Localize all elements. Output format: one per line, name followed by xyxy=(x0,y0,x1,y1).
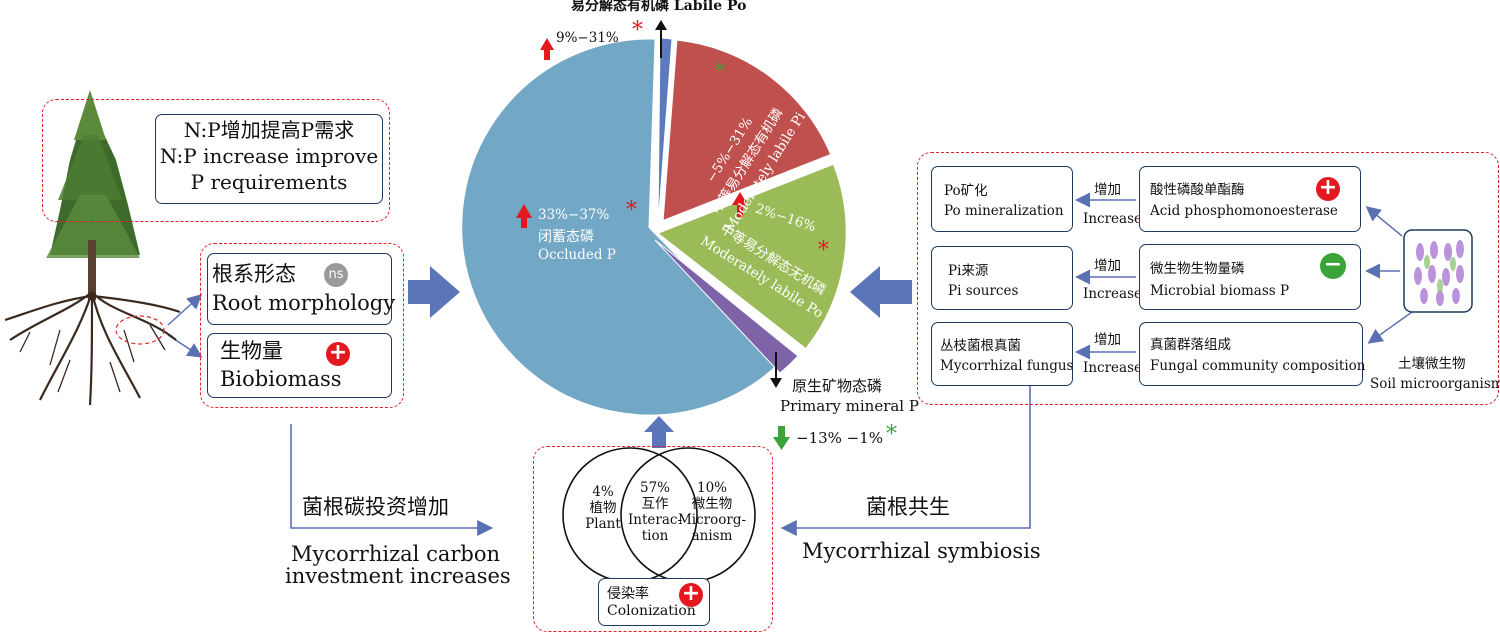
po-mineralization-box: Po矿化 Po mineralization xyxy=(931,166,1073,232)
microbial-biomass-en: Microbial biomass P xyxy=(1150,283,1290,299)
increase-label-2-en: Increase xyxy=(1083,286,1142,302)
mycorrhizal-fungus-cn: 丛枝菌根真菌 xyxy=(940,338,1021,354)
labile-po-title: 易分解态有机磷 Labile Po xyxy=(571,0,747,14)
decrease-badge-icon: − xyxy=(1320,253,1346,279)
occluded-percent: 33%−37% xyxy=(538,207,610,223)
occluded-en: Occluded P xyxy=(538,247,616,263)
venn-micro-label: 10% 微生物 Microorg- anism xyxy=(677,480,747,544)
not-significant-badge: ns xyxy=(324,263,348,287)
acid-phosphomonoesterase-box: 酸性磷酸单酯酶 + Acid phosphomonoesterase xyxy=(1139,166,1361,232)
moderately-labile-po-asterisk: * xyxy=(818,238,829,263)
soil-microorganism-group xyxy=(917,152,1499,405)
increase-label-1-en: Increase xyxy=(1083,211,1142,227)
pie-slice-primary-mineral xyxy=(654,239,799,374)
microbial-biomass-box: 微生物生物量磷 − Microbial biomass P xyxy=(1139,244,1361,310)
primary-mineral-en: Primary mineral P xyxy=(780,397,919,415)
np-ratio-box: N:P增加提高P需求 N:P increase improve P requir… xyxy=(155,114,383,204)
microbial-biomass-cn: 微生物生物量磷 xyxy=(1150,261,1245,277)
fungal-community-en: Fungal community composition xyxy=(1150,358,1366,374)
venn-interaction-label: 57% 互作 Interac- tion xyxy=(625,480,685,544)
venn-plant-en: Plant xyxy=(585,516,621,532)
increase-label-2-cn: 增加 xyxy=(1094,258,1121,274)
decrease-arrow-icon xyxy=(773,426,790,450)
increase-label-3-en: Increase xyxy=(1083,360,1142,376)
venn-plant-cn: 植物 xyxy=(589,500,617,516)
increase-label-3-cn: 增加 xyxy=(1094,332,1121,348)
occluded-asterisk: * xyxy=(626,198,637,223)
po-mineralization-en: Po mineralization xyxy=(944,203,1064,219)
pie-slice-moderately-labile-pi xyxy=(660,37,834,225)
occluded-cn: 闭蓄态磷 xyxy=(538,229,594,245)
np-ratio-cn: N:P增加提高P需求 xyxy=(183,118,355,142)
pi-sources-cn: Pi来源 xyxy=(948,263,989,279)
venn-micro-cn: 微生物 xyxy=(691,496,733,512)
increase-arrow-icon xyxy=(516,38,748,228)
block-arrow-right xyxy=(408,266,460,318)
root-morphology-cn: 根系形态 xyxy=(212,262,296,286)
increase-label-1-cn: 增加 xyxy=(1094,182,1121,198)
venn-plant-label: 4% 植物 Plant xyxy=(580,484,626,532)
acid-phosphomonoesterase-cn: 酸性磷酸单酯酶 xyxy=(1150,182,1245,198)
venn-interaction-en1: Interac- xyxy=(627,512,683,528)
colonization-en: Colonization xyxy=(607,603,696,619)
venn-micro-pct: 10% xyxy=(696,480,727,496)
venn-interaction-cn: 互作 xyxy=(641,496,669,512)
fungal-community-box: 真菌群落组成 Fungal community composition xyxy=(1139,322,1366,386)
investment-en1: Mycorrhizal carbon xyxy=(291,542,500,566)
tree-icon xyxy=(4,90,181,406)
primary-mineral-cn: 原生矿物态磷 xyxy=(792,377,883,395)
labile-po-percent: 9%−31% xyxy=(556,30,619,46)
venn-group xyxy=(533,446,773,632)
np-ratio-group xyxy=(42,99,390,222)
soil-microorganism-en: Soil microorganism xyxy=(1370,376,1500,392)
np-ratio-en1: N:P increase improve xyxy=(159,144,379,168)
mycorrhizal-fungus-en: Mycorrhizal fungus xyxy=(940,358,1074,374)
venn-interaction-pct: 57% xyxy=(639,480,670,496)
root-morphology-box: 根系形态 ns Root morphology xyxy=(207,253,396,325)
investment-en2: investment increases xyxy=(285,564,511,588)
np-ratio-en2: P requirements xyxy=(190,170,348,194)
pie-slice-occluded xyxy=(459,36,785,418)
biomass-box: 生物量 + Biobiomass xyxy=(207,333,392,398)
fungal-community-cn: 真菌群落组成 xyxy=(1150,337,1231,353)
increase-badge-icon: + xyxy=(326,342,350,366)
block-arrow-up xyxy=(644,416,674,448)
venn-plant-pct: 4% xyxy=(592,484,614,500)
colonization-cn: 侵染率 xyxy=(607,586,649,602)
pi-sources-en: Pi sources xyxy=(948,283,1019,299)
symbiosis-en: Mycorrhizal symbiosis xyxy=(802,539,1041,563)
biomass-cn: 生物量 xyxy=(220,339,283,363)
acid-phosphomonoesterase-en: Acid phosphomonoesterase xyxy=(1150,203,1338,219)
venn-interaction-en2: tion xyxy=(641,528,669,544)
venn-micro-en2: anism xyxy=(691,528,733,544)
root-morphology-en: Root morphology xyxy=(212,291,396,315)
investment-cn: 菌根碳投资增加 xyxy=(302,495,449,519)
labile-po-asterisk: * xyxy=(632,18,643,43)
soil-microorganism-cn: 土壤微生物 xyxy=(1398,356,1466,372)
soil-microorganism-icon xyxy=(1403,229,1473,313)
pi-sources-box: Pi来源 Pi sources xyxy=(931,246,1073,310)
pie-slice-moderately-labile-po xyxy=(653,161,849,353)
primary-mineral-percent: −13% −1% xyxy=(796,429,884,447)
increase-badge-icon: + xyxy=(679,583,703,607)
venn-micro-en1: Microorg- xyxy=(677,512,747,528)
primary-mineral-asterisk: * xyxy=(886,422,897,447)
moderately-labile-pi-asterisk: * xyxy=(714,60,725,85)
symbiosis-cn: 菌根共生 xyxy=(866,495,950,519)
root-biomass-group xyxy=(200,243,404,408)
biomass-en: Biobiomass xyxy=(220,367,342,391)
increase-badge-icon: + xyxy=(1316,177,1340,201)
mycorrhizal-fungus-box: 丛枝菌根真菌 Mycorrhizal fungus xyxy=(931,322,1073,386)
block-arrow-left xyxy=(850,266,912,318)
colonization-box: 侵染率 + Colonization xyxy=(598,578,710,626)
po-mineralization-cn: Po矿化 xyxy=(944,183,988,199)
